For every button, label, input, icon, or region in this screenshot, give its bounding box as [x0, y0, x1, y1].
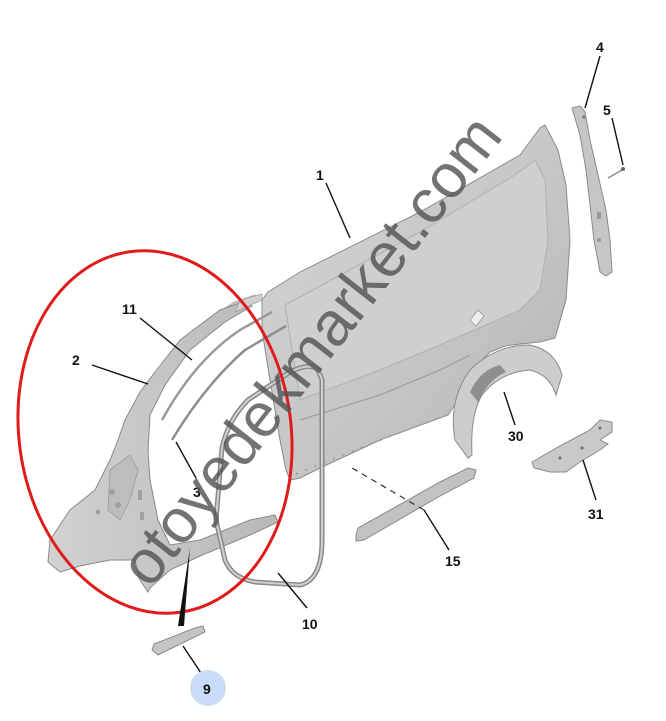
- callout-1[interactable]: 1: [316, 167, 324, 183]
- part-4-rear-pillar[interactable]: [571, 105, 613, 277]
- callout-30[interactable]: 30: [508, 428, 524, 444]
- part-9-sill-plate[interactable]: [151, 625, 206, 656]
- leader-lines: [91, 55, 624, 677]
- callout-5[interactable]: 5: [603, 102, 611, 118]
- callout-2[interactable]: 2: [72, 352, 80, 368]
- callout-labels: 1 2 3 4 5 9 10 11 15 30 31: [72, 39, 611, 697]
- part-30-wheel-arch-liner[interactable]: [452, 344, 563, 459]
- part-15-sill-molding[interactable]: [355, 467, 477, 542]
- callout-15[interactable]: 15: [445, 553, 461, 569]
- part-31-underbody-bracket[interactable]: [531, 419, 613, 473]
- callout-3[interactable]: 3: [193, 484, 201, 500]
- part-2-a-pillar-frame[interactable]: [47, 293, 279, 593]
- callout-11[interactable]: 11: [122, 301, 137, 317]
- part-3-door-seal-strips[interactable]: [160, 310, 287, 441]
- callout-9[interactable]: 9: [203, 681, 211, 697]
- callout-31[interactable]: 31: [588, 506, 604, 522]
- part-1-rear-side-panel[interactable]: [261, 124, 571, 481]
- callout-9-badge[interactable]: [190, 670, 226, 706]
- part-10-door-weatherstrip[interactable]: [213, 364, 325, 588]
- callout-4[interactable]: 4: [596, 39, 604, 55]
- callout-10[interactable]: 10: [302, 616, 318, 632]
- part-5-pin[interactable]: [607, 167, 625, 179]
